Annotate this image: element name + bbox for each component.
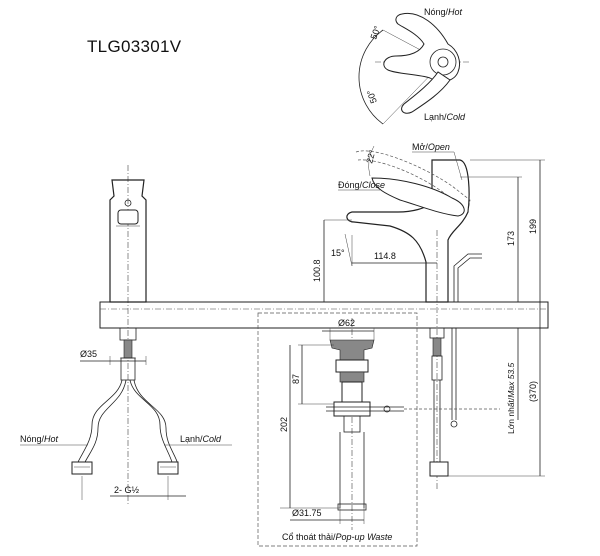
angle-hot-label: 50° bbox=[368, 24, 382, 41]
hot-label: Nóng/Hot bbox=[424, 7, 463, 17]
dim-dia-35: Ø35 bbox=[80, 349, 97, 359]
model-number: TLG03301V bbox=[87, 37, 182, 56]
angle-cold-label: 50° bbox=[365, 88, 379, 105]
waste-caption: Cổ thoát thải/Pop-up Waste bbox=[282, 532, 392, 542]
side-view: Mở/Open Đóng/Close 22° 15° 114.8 100.8 1… bbox=[312, 142, 545, 490]
angle-open-label: 22° bbox=[364, 148, 377, 164]
dim-spout-height: 100.8 bbox=[312, 259, 322, 282]
thread-label: 2- G½ bbox=[114, 485, 140, 495]
dim-173: 173 bbox=[506, 231, 516, 246]
dim-dia-62: Ø62 bbox=[338, 318, 355, 328]
dim-dia-31-75: Ø31.75 bbox=[292, 508, 322, 518]
front-view: Ø35 Nóng/Hot Lạnh/Cold 2- G½ bbox=[20, 165, 232, 505]
handle-top-view: 50° 50° Nóng/Hot Lạnh/Cold bbox=[358, 7, 470, 125]
open-label: Mở/Open bbox=[412, 142, 450, 152]
cold-hose-label: Lạnh/Cold bbox=[180, 434, 222, 444]
angle-spout-label: 15° bbox=[331, 248, 345, 258]
dim-370: (370) bbox=[528, 381, 538, 402]
dim-199: 199 bbox=[528, 219, 538, 234]
close-label: Đóng/Close bbox=[338, 180, 385, 190]
dim-87: 87 bbox=[291, 374, 301, 384]
hot-hose-label: Nóng/Hot bbox=[20, 434, 59, 444]
dim-spout-reach: 114.8 bbox=[374, 251, 396, 261]
countertop bbox=[99, 301, 549, 329]
dim-max: Lớn nhất/Max 53.5 bbox=[506, 362, 516, 434]
popup-waste: Ø62 87 202 Ø31.75 Cổ thoát thải/Pop-up W… bbox=[257, 312, 500, 547]
dim-202: 202 bbox=[279, 417, 289, 432]
cold-label: Lạnh/Cold bbox=[424, 112, 466, 122]
